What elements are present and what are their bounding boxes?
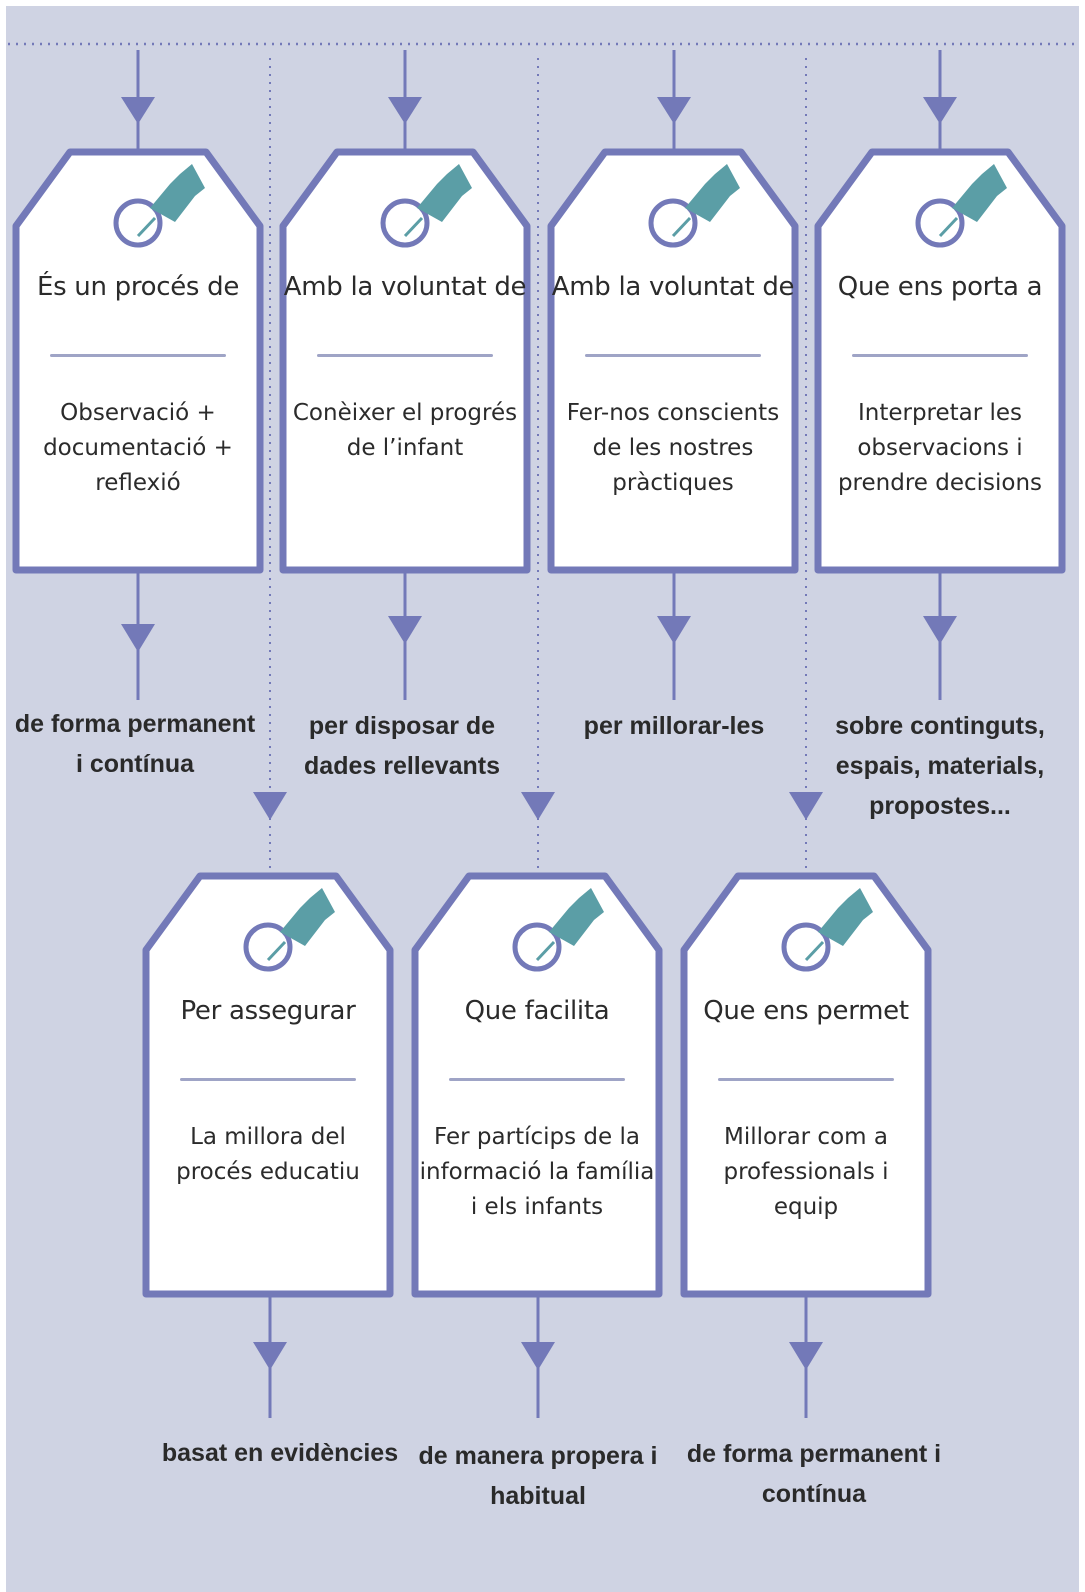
result-text-3: per millorar-les bbox=[583, 712, 765, 740]
tag-shape bbox=[411, 872, 663, 1298]
tag-heading: Per assegurar bbox=[180, 996, 356, 1026]
tag-shape bbox=[680, 872, 932, 1298]
arrow-into-card-4 bbox=[923, 50, 957, 150]
tag-divider bbox=[718, 1078, 894, 1081]
tag-card-6: Que facilita Fer partícips de la informa… bbox=[409, 870, 665, 1300]
pushpin-icon bbox=[915, 164, 1007, 248]
tag-body: La millora del procés educatiu bbox=[176, 1124, 360, 1185]
arrow-into-card-2 bbox=[388, 50, 422, 150]
tag-card-1: És un procés de Observació + documentaci… bbox=[10, 146, 266, 576]
tag-divider bbox=[585, 354, 761, 357]
tag-card-7: Que ens permet Millorar com a profession… bbox=[678, 870, 934, 1300]
result-text-6: de manera propera i habitual bbox=[418, 1442, 658, 1510]
tag-divider bbox=[317, 354, 493, 357]
tag-shape bbox=[547, 148, 799, 574]
tag-divider bbox=[449, 1078, 625, 1081]
arrow-into-card-1 bbox=[121, 50, 155, 150]
result-text-4: sobre continguts, espais, materials, pro… bbox=[835, 712, 1045, 820]
tag-heading: Que ens porta a bbox=[837, 272, 1043, 302]
pushpin-icon bbox=[781, 888, 873, 972]
tag-divider bbox=[50, 354, 226, 357]
tag-body: Fer partícips de la informació la famíli… bbox=[419, 1124, 655, 1220]
result-text-1: de forma permanent i contínua bbox=[14, 710, 256, 778]
pushpin-icon bbox=[380, 164, 472, 248]
result-text-5: basat en evidències bbox=[161, 1439, 399, 1467]
tag-body: Millorar com a professionals i equip bbox=[723, 1124, 889, 1220]
tag-body: Fer-nos conscients de les nostres pràcti… bbox=[566, 400, 780, 496]
tag-shape bbox=[279, 148, 531, 574]
arrow-into-card-3 bbox=[657, 50, 691, 150]
pushpin-icon bbox=[648, 164, 740, 248]
tag-divider bbox=[852, 354, 1028, 357]
tag-heading: És un procés de bbox=[36, 272, 240, 302]
pushpin-icon bbox=[243, 888, 335, 972]
tag-card-3: Amb la voluntat de Fer-nos conscients de… bbox=[545, 146, 801, 576]
tag-heading: Que ens permet bbox=[703, 996, 909, 1026]
tag-shape bbox=[142, 872, 394, 1298]
tag-divider bbox=[180, 1078, 356, 1081]
tag-body: Observació + documentació + reflexió bbox=[43, 400, 233, 496]
tag-heading: Amb la voluntat de bbox=[283, 272, 527, 302]
tag-shape bbox=[814, 148, 1066, 574]
tag-body: Interpretar les observacions i prendre d… bbox=[837, 400, 1043, 496]
tag-shape bbox=[12, 148, 264, 574]
result-text-2: per disposar de dades rellevants bbox=[304, 712, 500, 780]
tag-card-4: Que ens porta a Interpretar les observac… bbox=[812, 146, 1068, 576]
tag-heading: Que facilita bbox=[464, 996, 610, 1026]
tag-body: Conèixer el progrés de l’infant bbox=[292, 400, 518, 461]
pushpin-icon bbox=[512, 888, 604, 972]
tag-card-2: Amb la voluntat de Conèixer el progrés d… bbox=[277, 146, 533, 576]
result-text-7: de forma permanent i contínua bbox=[686, 1440, 942, 1508]
tag-heading: Amb la voluntat de bbox=[551, 272, 795, 302]
pushpin-icon bbox=[113, 164, 205, 248]
tag-card-5: Per assegurar La millora del procés educ… bbox=[140, 870, 396, 1300]
